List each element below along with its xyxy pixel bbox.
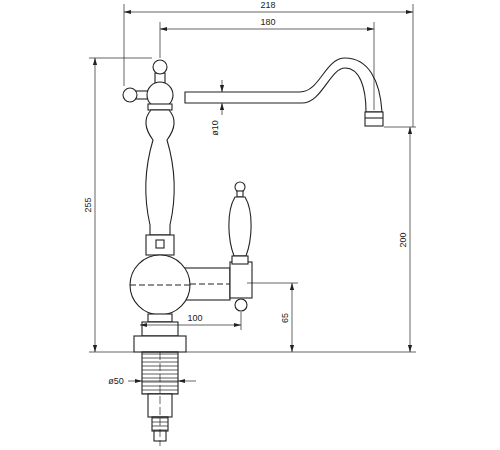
- dimension-label: ø50: [107, 376, 125, 386]
- nozzle: [365, 112, 383, 126]
- base-flange: [134, 336, 186, 352]
- dimension-label: 200: [398, 231, 408, 248]
- valve-block: [146, 235, 174, 255]
- dimension-lines: [89, 4, 416, 381]
- top-cap: [153, 60, 167, 74]
- faucet-body: [123, 58, 383, 446]
- column: [146, 110, 174, 235]
- dimension-label: 255: [83, 196, 93, 213]
- dimension-label: 218: [259, 0, 276, 10]
- dimension-label: 180: [259, 17, 276, 27]
- dimension-label: 65: [280, 312, 290, 324]
- lever-cylinder: [230, 262, 252, 298]
- dimension-label: 100: [186, 313, 203, 323]
- spout: [185, 58, 382, 112]
- dimension-label: ø10: [210, 119, 220, 137]
- handle-ball: [123, 88, 137, 102]
- valve-sphere: [130, 255, 190, 315]
- porcelain-lever: [229, 197, 251, 256]
- base-collar: [142, 322, 178, 336]
